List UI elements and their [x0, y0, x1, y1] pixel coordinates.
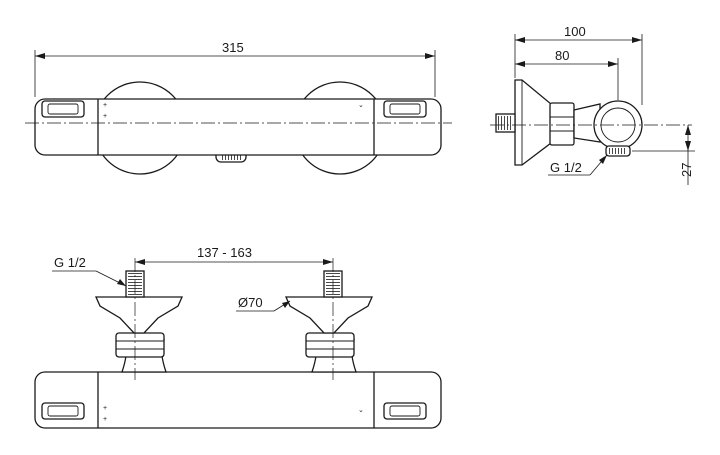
side-wall-flange — [514, 79, 552, 166]
side-hex-nut — [549, 102, 575, 146]
front-body — [34, 98, 442, 156]
front-dial-mark-top: + — [103, 102, 107, 109]
top-left-grip — [41, 402, 85, 420]
top-spacing-label: 137 - 163 — [197, 245, 252, 260]
top-right-inlet — [284, 270, 374, 373]
side-depth-80-dimension — [515, 58, 619, 100]
top-view: + + ⌄ 137 - 163 G 1/2 Ø70 — [34, 245, 442, 429]
front-right-grip — [383, 100, 427, 118]
side-depth-100-label: 100 — [564, 24, 586, 39]
side-view: 100 80 27 G 1/2 — [490, 24, 695, 185]
top-spacing-dimension — [135, 259, 333, 265]
front-view: + + ⌄ 315 — [25, 40, 452, 175]
top-left-inlet — [94, 270, 184, 373]
top-dial-mark-right: ⌄ — [358, 407, 364, 414]
side-outlet-nipple — [605, 145, 631, 157]
side-thread-label: G 1/2 — [550, 160, 582, 175]
front-dial-mark-right: ⌄ — [358, 102, 364, 109]
top-body — [34, 371, 442, 429]
side-thread-leader — [548, 154, 608, 176]
side-depth-100-dimension — [514, 34, 643, 105]
side-wall-thread — [495, 113, 516, 133]
top-thread-label: G 1/2 — [54, 255, 86, 270]
top-right-grip — [383, 402, 427, 420]
top-diameter-leader — [236, 300, 291, 312]
front-length-label: 315 — [222, 40, 244, 55]
side-height-27-label: 27 — [679, 163, 694, 177]
front-dial-mark-bottom: + — [103, 113, 107, 120]
top-diameter-label: Ø70 — [238, 295, 263, 310]
top-dial-mark-bottom: + — [103, 416, 107, 423]
front-left-grip — [41, 100, 85, 118]
top-thread-leader — [52, 270, 127, 287]
side-height-27-dimension — [632, 125, 695, 185]
side-connector — [573, 103, 601, 143]
top-dial-mark-top: + — [103, 405, 107, 412]
side-depth-80-label: 80 — [555, 48, 569, 63]
front-length-dimension — [34, 50, 436, 97]
